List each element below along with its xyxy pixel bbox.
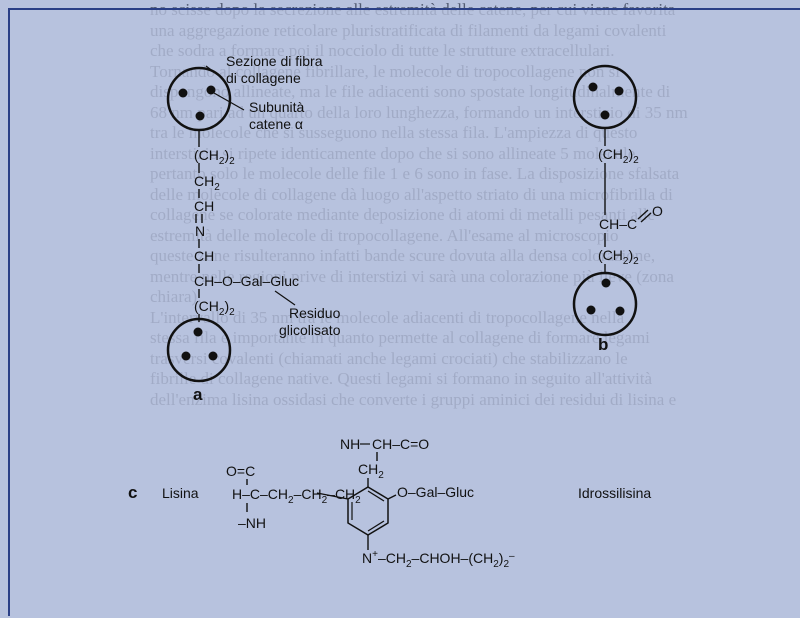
svg-text:CH: CH [194, 198, 214, 214]
svg-text:N: N [195, 223, 205, 239]
figure-panel [8, 8, 800, 616]
pointer-line [205, 65, 223, 79]
svg-text:N+–CH2–CHOH–(CH2)2–: N+–CH2–CHOH–(CH2)2– [362, 549, 515, 570]
panel-a-label: a [193, 385, 203, 404]
subunit-label-1: Subunità [249, 99, 304, 115]
fiber-section-circle-bottom [166, 317, 232, 383]
panel-a: Sezione di fibra di collagene Subunità c… [166, 53, 341, 404]
residue-label-2: glicolisato [279, 322, 341, 338]
idrossilisina-label: Idrossilisina [578, 485, 651, 501]
svg-text:CH–O–Gal–Gluc: CH–O–Gal–Gluc [194, 273, 299, 289]
svg-text:(CH2)2: (CH2)2 [598, 146, 639, 166]
svg-text:O=C: O=C [226, 463, 255, 479]
alpha-chain-dot [178, 88, 188, 98]
alpha-chain-dot [195, 111, 205, 121]
svg-text:CH–C: CH–C [599, 216, 637, 232]
svg-text:CH–C=O: CH–C=O [372, 436, 429, 452]
svg-text:O: O [652, 203, 663, 219]
svg-text:H–C–CH2–CH2–CH2: H–C–CH2–CH2–CH2 [232, 486, 361, 506]
panel-b-label: b [598, 335, 608, 354]
svg-text:NH: NH [340, 436, 360, 452]
svg-text:–NH: –NH [238, 515, 266, 531]
lisina-label: Lisina [162, 485, 199, 501]
svg-text:(CH2)2: (CH2)2 [194, 298, 235, 318]
subunit-label-2: catene α [249, 116, 303, 132]
alpha-chain-dot [206, 85, 216, 95]
svg-text:(CH2)2: (CH2)2 [598, 247, 639, 267]
svg-text:O–Gal–Gluc: O–Gal–Gluc [397, 484, 474, 500]
fiber-section-label-2: di collagene [226, 70, 301, 86]
panel-c-label: c [128, 483, 137, 502]
svg-text:CH2: CH2 [358, 461, 384, 481]
svg-text:(CH2)2: (CH2)2 [194, 147, 235, 167]
fiber-section-label-1: Sezione di fibra [226, 53, 323, 69]
pointer-line [213, 92, 245, 111]
svg-text:CH: CH [194, 248, 214, 264]
svg-text:CH2: CH2 [194, 173, 220, 193]
residue-label-1: Residuo [289, 305, 341, 321]
panel-b: (CH2)2 CH–C O (CH2)2 b [572, 64, 663, 354]
panel-c: c Lisina Idrossilisina O=C H–C–CH2–CH2–C… [128, 436, 651, 570]
